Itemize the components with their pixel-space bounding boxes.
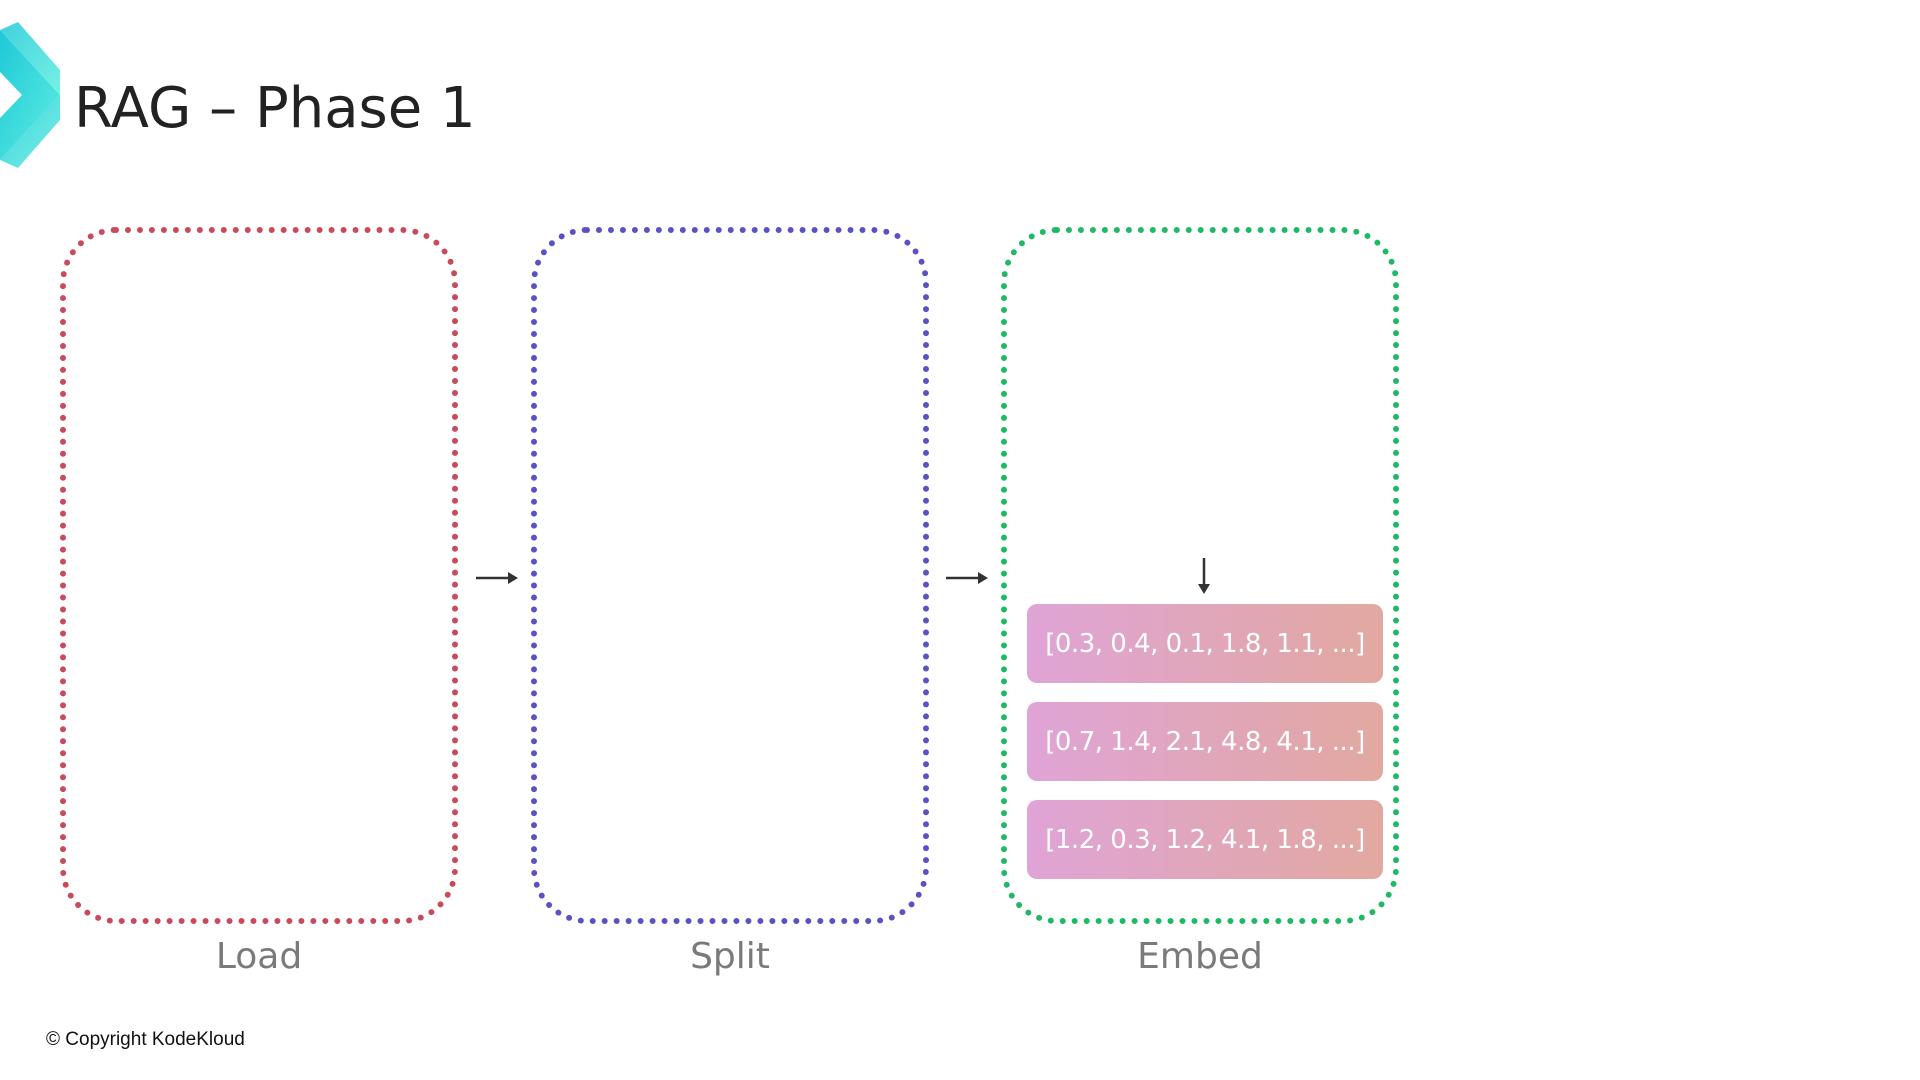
down-arrow-icon — [1198, 558, 1210, 594]
load-stage-box — [60, 227, 458, 924]
slide-title: RAG – Phase 1 — [74, 76, 476, 141]
split-to-embed-arrow-icon — [946, 572, 988, 584]
copyright-notice: © Copyright KodeKloud — [46, 1029, 245, 1050]
load-to-split-arrow-icon — [476, 572, 518, 584]
embedding-vector: [1.2, 0.3, 1.2, 4.1, 1.8, ...] — [1027, 800, 1383, 879]
split-stage-box — [531, 227, 929, 924]
split-stage-label: Split — [690, 936, 770, 977]
embedding-vector: [0.3, 0.4, 0.1, 1.8, 1.1, ...] — [1027, 604, 1383, 683]
embedding-vector-list: [0.3, 0.4, 0.1, 1.8, 1.1, ...] [0.7, 1.4… — [1027, 604, 1383, 898]
embed-stage-label: Embed — [1137, 936, 1263, 977]
load-stage-label: Load — [215, 936, 303, 977]
kodekloud-logo-chevron — [0, 22, 60, 168]
embed-stage-box — [1001, 227, 1399, 924]
embedding-vector: [0.7, 1.4, 2.1, 4.8, 4.1, ...] — [1027, 702, 1383, 781]
